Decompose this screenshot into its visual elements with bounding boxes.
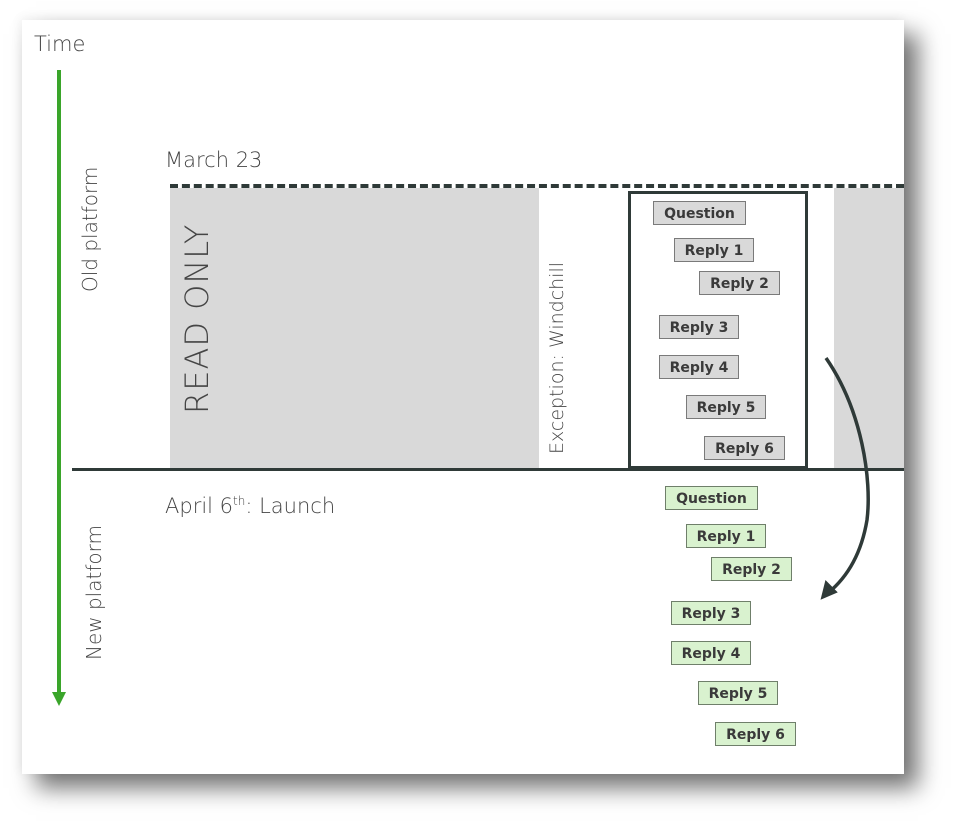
old-message: Reply 3 bbox=[659, 315, 739, 339]
time-arrow-head-icon bbox=[52, 692, 66, 706]
april-date: April 6 bbox=[165, 494, 234, 518]
time-axis-line bbox=[57, 70, 61, 698]
new-message: Reply 3 bbox=[671, 601, 751, 625]
new-message: Question bbox=[665, 486, 758, 510]
exception-label: Exception: Windchill bbox=[546, 261, 568, 454]
march-dashed-line bbox=[170, 184, 904, 188]
new-platform-label: New platform bbox=[82, 525, 106, 660]
migration-arrow-icon bbox=[820, 357, 870, 600]
old-message: Reply 2 bbox=[699, 271, 780, 295]
read-only-block-right bbox=[834, 188, 904, 468]
new-message: Reply 4 bbox=[671, 641, 751, 665]
new-message: Reply 6 bbox=[715, 722, 796, 746]
march-milestone: March 23 bbox=[165, 148, 263, 172]
old-message: Reply 1 bbox=[674, 238, 754, 262]
diagram-card: Time Old platform New platform March 23 … bbox=[22, 20, 904, 774]
old-message: Question bbox=[653, 201, 746, 225]
old-thread-box bbox=[628, 191, 808, 469]
launch-line bbox=[72, 468, 904, 471]
time-label: Time bbox=[34, 32, 86, 56]
april-suffix: th bbox=[233, 494, 246, 508]
read-only-label: READ ONLY bbox=[178, 223, 216, 414]
new-message: Reply 2 bbox=[711, 557, 792, 581]
old-message: Reply 6 bbox=[704, 436, 785, 460]
new-message: Reply 1 bbox=[686, 524, 766, 548]
old-platform-label: Old platform bbox=[78, 166, 102, 292]
old-message: Reply 5 bbox=[686, 395, 766, 419]
read-only-block bbox=[170, 188, 539, 468]
old-message: Reply 4 bbox=[659, 355, 739, 379]
april-launch: : Launch bbox=[245, 494, 336, 518]
april-milestone: April 6th: Launch bbox=[165, 494, 335, 518]
new-message: Reply 5 bbox=[698, 681, 778, 705]
